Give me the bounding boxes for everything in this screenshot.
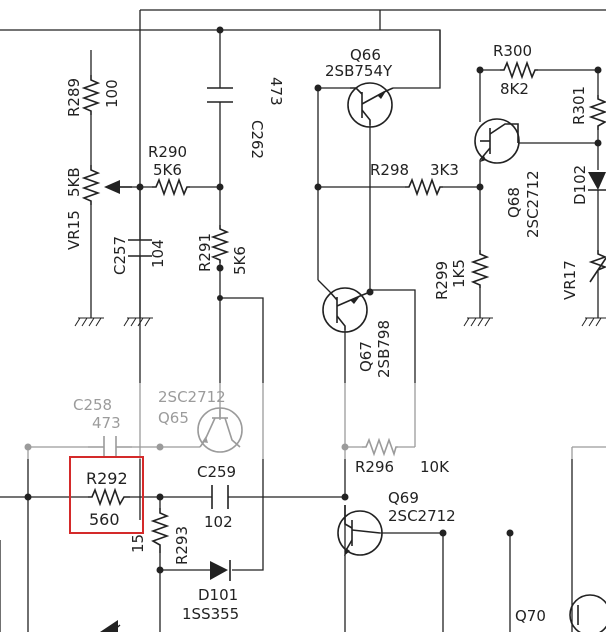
component-labels: R289 100 VR15 5KB C257 104 R290 5K6 C262… <box>65 42 589 625</box>
r293-ref: R293 <box>173 526 191 565</box>
r301-ref: R301 <box>570 86 588 125</box>
c262-value: 473 <box>267 77 285 106</box>
vr15-value: 5KB <box>65 167 83 197</box>
transistor-q70 <box>569 594 606 632</box>
q65-part: 2SC2712 <box>158 388 226 406</box>
diode-partial-bottom <box>100 620 118 632</box>
r292-value: 560 <box>89 510 120 529</box>
resistor-r292 <box>88 487 130 507</box>
r290-ref: R290 <box>148 143 187 161</box>
resistor-r298 <box>405 177 443 197</box>
q66-ref: Q66 <box>350 46 381 64</box>
q69-ref: Q69 <box>388 489 419 507</box>
transistor-q68 <box>474 118 520 164</box>
c257-ref: C257 <box>111 236 129 275</box>
r296-value: 10K <box>420 458 450 476</box>
c257-value: 104 <box>149 239 167 268</box>
r291-value: 5K6 <box>231 246 249 275</box>
vr17-ref: VR17 <box>561 260 579 300</box>
r293-value: 15 <box>129 534 147 553</box>
vr15-ref: VR15 <box>65 210 83 250</box>
diode-d102 <box>588 172 606 191</box>
transistor-q69 <box>337 505 383 556</box>
r292-ref: R292 <box>86 469 128 488</box>
q67-ref: Q67 <box>357 341 375 372</box>
capacitor-c258 <box>88 436 132 458</box>
q67-part: 2SB798 <box>375 320 393 378</box>
r289-ref: R289 <box>65 78 83 117</box>
transistor-q66 <box>347 82 394 128</box>
d101-part: 1SS355 <box>182 605 239 623</box>
d102-ref: D102 <box>571 165 589 205</box>
resistor-r293 <box>150 508 170 553</box>
resistor-r301 <box>588 95 606 130</box>
q70-ref: Q70 <box>515 607 546 625</box>
c262-ref: C262 <box>248 120 266 159</box>
r300-ref: R300 <box>493 42 532 60</box>
q65-ref: Q65 <box>158 409 189 427</box>
c258-value: 473 <box>92 414 121 432</box>
r300-value: 8K2 <box>500 80 529 98</box>
transistor-q67 <box>322 287 371 333</box>
c259-value: 102 <box>204 513 233 531</box>
r298-ref: R298 <box>370 161 409 179</box>
wires <box>0 9 606 632</box>
potentiometer-vr17 <box>588 250 606 283</box>
r291-ref: R291 <box>196 233 214 272</box>
r299-ref: R299 <box>433 261 451 300</box>
resistor-r290 <box>152 177 190 197</box>
r289-value: 100 <box>103 79 121 108</box>
q66-part: 2SB754Y <box>325 62 393 80</box>
potentiometer-vr15 <box>81 165 132 205</box>
r298-value: 3K3 <box>430 161 459 179</box>
resistor-r300 <box>500 60 538 80</box>
resistor-r299 <box>470 250 490 288</box>
r290-value: 5K6 <box>153 161 182 179</box>
resistor-r296 <box>362 437 398 457</box>
q69-part: 2SC2712 <box>388 507 456 525</box>
ground-symbols <box>74 317 606 327</box>
capacitor-c259 <box>211 485 229 509</box>
r292-highlight-box <box>69 456 144 534</box>
capacitor-c257 <box>128 239 152 257</box>
q68-ref: Q68 <box>505 187 523 218</box>
r299-value: 1K5 <box>450 259 468 288</box>
c258-ref: C258 <box>73 396 112 414</box>
d101-ref: D101 <box>198 586 238 604</box>
capacitor-c262 <box>207 87 233 103</box>
c259-ref: C259 <box>197 463 236 481</box>
transistor-q65 <box>197 407 243 453</box>
resistor-r291 <box>210 225 230 263</box>
diode-d101 <box>210 560 231 581</box>
resistor-r289 <box>81 75 101 115</box>
r296-ref: R296 <box>355 458 394 476</box>
q68-part: 2SC2712 <box>524 170 542 238</box>
